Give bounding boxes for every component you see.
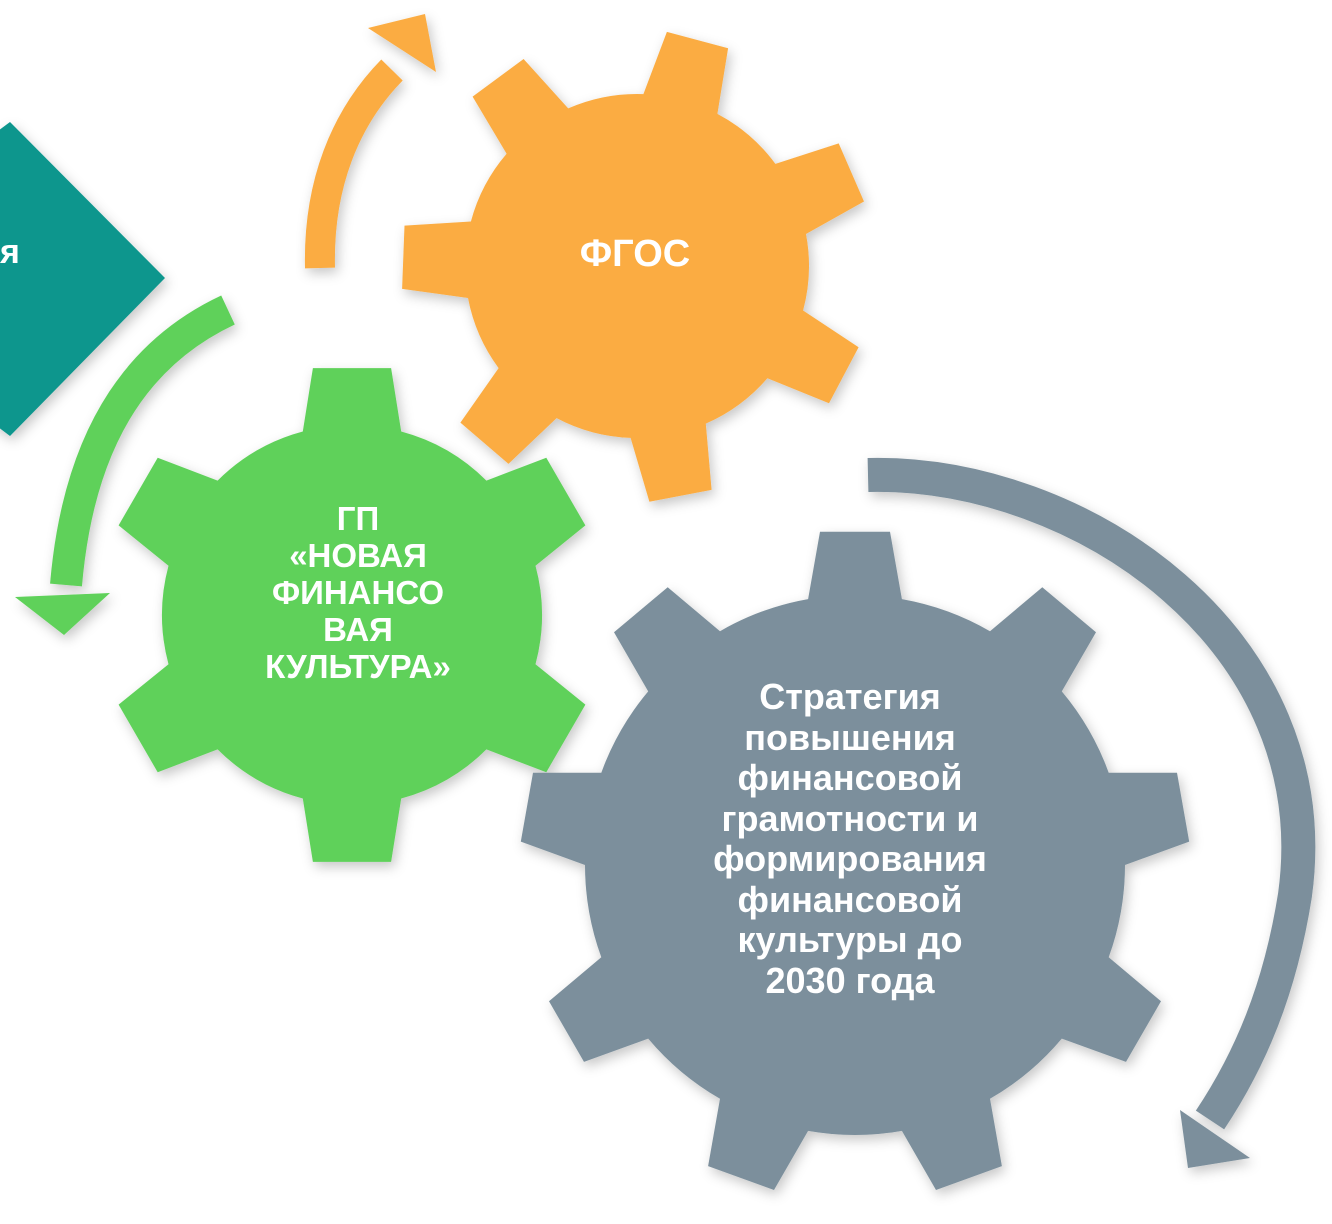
- fgos-gear: [402, 31, 864, 502]
- gray-arrow: [867, 457, 1316, 1168]
- diamond-shape: [0, 122, 165, 436]
- green-arrow: [15, 295, 235, 635]
- gp-label: ГП «НОВАЯ ФИНАНСО ВАЯ КУЛЬТУРА»: [265, 500, 451, 685]
- fgos-label: ФГОС: [579, 233, 691, 275]
- orange-arrow: [304, 14, 436, 269]
- gp-gear: [118, 368, 586, 862]
- diamond-label: я: [0, 233, 20, 271]
- strategy-gear: [520, 531, 1190, 1190]
- strategy-label: Стратегия повышения финансовой грамотнос…: [713, 676, 987, 1001]
